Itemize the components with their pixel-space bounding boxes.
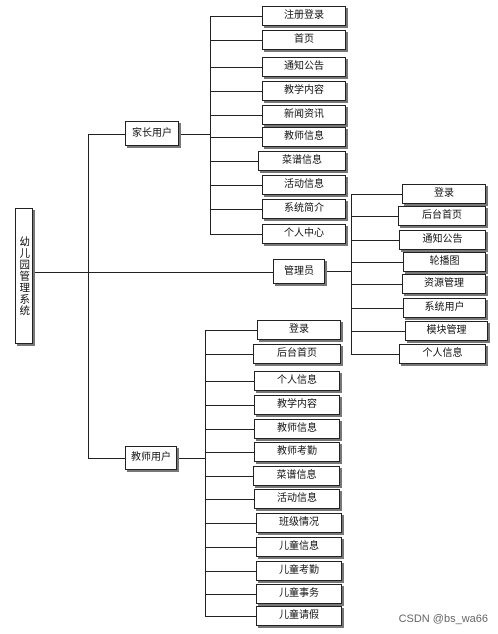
leaf-node: 通知公告 [399, 230, 486, 250]
leaf-node: 菜谱信息 [258, 151, 346, 171]
connector-line [88, 134, 125, 135]
leaf-node: 活动信息 [262, 175, 346, 195]
leaf-node: 登录 [257, 320, 341, 340]
connector-line [210, 16, 262, 17]
connector-line [205, 330, 206, 616]
connector-line [88, 458, 125, 459]
connector-line [205, 330, 257, 331]
leaf-node: 后台首页 [398, 206, 486, 226]
connector-line [179, 134, 210, 135]
watermark: CSDN @bs_wa66 [398, 613, 488, 625]
connector-line [325, 271, 351, 272]
connector-line [88, 272, 273, 273]
leaf-node: 儿童信息 [256, 537, 342, 557]
connector-line [210, 161, 258, 162]
connector-line [205, 405, 254, 406]
connector-line [205, 616, 256, 617]
connector-line [351, 240, 399, 241]
connector-line [351, 194, 352, 354]
root-node: 幼儿园管理系统 [15, 208, 33, 344]
connector-line [210, 185, 262, 186]
leaf-node: 注册登录 [262, 6, 346, 26]
connector-line [205, 354, 253, 355]
leaf-node: 轮播图 [403, 252, 486, 272]
connector-line [205, 499, 254, 500]
connector-line [205, 452, 254, 453]
connector-line [177, 458, 205, 459]
leaf-node: 儿童事务 [256, 584, 342, 604]
connector-line [205, 381, 254, 382]
connector-line [205, 594, 256, 595]
connector-line [205, 571, 256, 572]
leaf-node: 模块管理 [405, 321, 488, 341]
connector-line [210, 137, 262, 138]
connector-line [210, 40, 262, 41]
connector-line [351, 216, 398, 217]
leaf-node: 菜谱信息 [253, 466, 340, 486]
connector-line [205, 523, 256, 524]
connector-line [351, 262, 403, 263]
leaf-node: 资源管理 [402, 274, 486, 294]
leaf-node: 首页 [262, 30, 346, 50]
connector-line [205, 476, 253, 477]
connector-line [351, 354, 399, 355]
connector-line [351, 331, 405, 332]
branch-node-admin: 管理员 [273, 259, 325, 284]
leaf-node: 儿童请假 [256, 606, 342, 626]
leaf-node: 通知公告 [262, 57, 346, 77]
connector-line [33, 272, 88, 273]
leaf-node: 系统简介 [262, 199, 346, 219]
connector-line [210, 67, 262, 68]
connector-line [210, 115, 262, 116]
connector-line [205, 429, 254, 430]
leaf-node: 班级情况 [256, 513, 342, 533]
connector-line [351, 194, 402, 195]
branch-node-teacher: 教师用户 [125, 446, 177, 470]
leaf-node: 个人信息 [254, 371, 340, 391]
leaf-node: 教学内容 [254, 395, 340, 415]
leaf-node: 个人中心 [262, 224, 346, 244]
leaf-node: 登录 [402, 184, 486, 204]
connector-line [88, 134, 89, 458]
leaf-node: 教师考勤 [254, 442, 340, 462]
leaf-node: 活动信息 [254, 489, 340, 509]
connector-line [210, 234, 262, 235]
leaf-node: 儿童考勤 [256, 561, 342, 581]
branch-node-parent: 家长用户 [125, 121, 179, 146]
leaf-node: 个人信息 [399, 344, 486, 364]
connector-line [351, 308, 403, 309]
leaf-node: 教师信息 [254, 419, 340, 439]
leaf-node: 后台首页 [253, 344, 341, 364]
leaf-node: 新闻资讯 [262, 105, 346, 125]
connector-line [210, 91, 262, 92]
connector-line [351, 284, 402, 285]
connector-line [205, 547, 256, 548]
leaf-node: 系统用户 [403, 298, 486, 318]
connector-line [210, 16, 211, 234]
connector-line [210, 209, 262, 210]
leaf-node: 教学内容 [262, 81, 346, 101]
leaf-node: 教师信息 [262, 127, 346, 147]
